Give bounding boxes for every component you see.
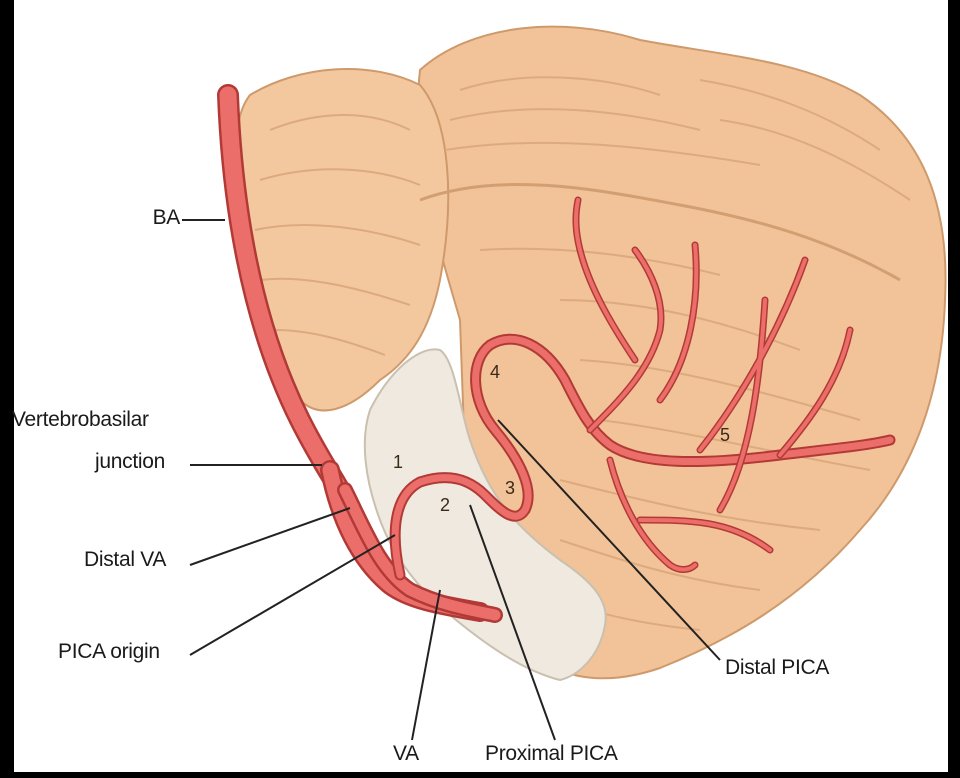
label-vertebrobasilar-junction-line2: junction	[95, 450, 165, 474]
label-vertebrobasilar-junction-line1: Vertebrobasilar	[12, 408, 149, 432]
label-distal-pica: Distal PICA	[725, 656, 829, 680]
segment-number-1: 1	[393, 452, 403, 473]
segment-number-4: 4	[490, 362, 500, 383]
segment-number-3: 3	[505, 478, 515, 499]
label-proximal-pica: Proximal PICA	[485, 742, 618, 766]
label-va: VA	[393, 742, 419, 766]
segment-number-2: 2	[440, 495, 450, 516]
label-pica-origin: PICA origin	[58, 640, 160, 664]
label-ba: BA	[130, 206, 180, 230]
label-distal-va: Distal VA	[84, 548, 166, 572]
segment-number-5: 5	[720, 425, 730, 446]
